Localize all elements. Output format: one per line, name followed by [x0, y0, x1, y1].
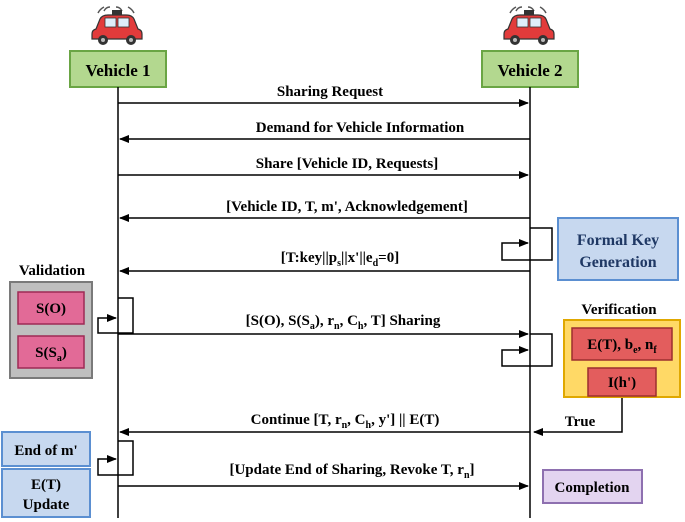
formal-key-label-line2: Generation	[579, 254, 656, 271]
end-of-m-box	[1, 431, 91, 467]
validation-item-so-label: S(O)	[36, 301, 66, 317]
validation-self-loop	[97, 297, 134, 334]
completion-box	[542, 469, 643, 504]
message-label-1: Sharing Request	[277, 84, 383, 100]
message-label-6: [S(O), S(Sa), rn, Ch, T] Sharing	[246, 313, 441, 332]
message-label-8: [Update End of Sharing, Revoke T, rn]	[229, 462, 474, 481]
verification-self-loop	[501, 333, 553, 367]
verification-item-et-label: E(T), be, nf	[587, 337, 657, 356]
vehicle-1-box	[69, 50, 167, 88]
et-update-box	[1, 468, 91, 518]
true-arrow	[533, 396, 623, 436]
message-label-7: Continue [T, rn, Ch, y'] || E(T)	[251, 412, 440, 431]
verification-item-ih	[587, 367, 657, 397]
et-update-label-line2: Update	[23, 497, 70, 513]
vehicle-2-box	[481, 50, 579, 88]
verification-title: Verification	[581, 302, 657, 318]
message-label-3: Share [Vehicle ID, Requests]	[256, 156, 439, 172]
end-of-m-label: End of m'	[14, 443, 77, 459]
formal-key-label-line1: Formal Key	[577, 232, 659, 249]
formal-key-generation-box	[557, 217, 679, 281]
verification-item-et	[571, 327, 673, 361]
validation-title: Validation	[19, 263, 86, 279]
vehicle-2-label: Vehicle 2	[497, 61, 562, 80]
verification-item-ih-label: I(h')	[608, 375, 636, 391]
completion-label: Completion	[555, 480, 631, 496]
vehicle-1-car-icon	[91, 6, 143, 45]
true-label: True	[565, 414, 596, 430]
message-label-4: [Vehicle ID, T, m', Acknowledgement]	[226, 199, 468, 215]
vehicle-2-car-icon	[503, 6, 555, 45]
validation-item-ssa	[17, 335, 85, 369]
message-label-5: [T:key||ps||x'||ed=0]	[281, 250, 399, 269]
formal-key-self-loop	[501, 227, 553, 261]
et-update-label-line1: E(T)	[31, 477, 61, 493]
end-of-m-self-loop	[97, 440, 134, 476]
validation-item-so	[17, 291, 85, 325]
message-label-2: Demand for Vehicle Information	[256, 120, 465, 136]
vehicle-1-label: Vehicle 1	[85, 61, 150, 80]
